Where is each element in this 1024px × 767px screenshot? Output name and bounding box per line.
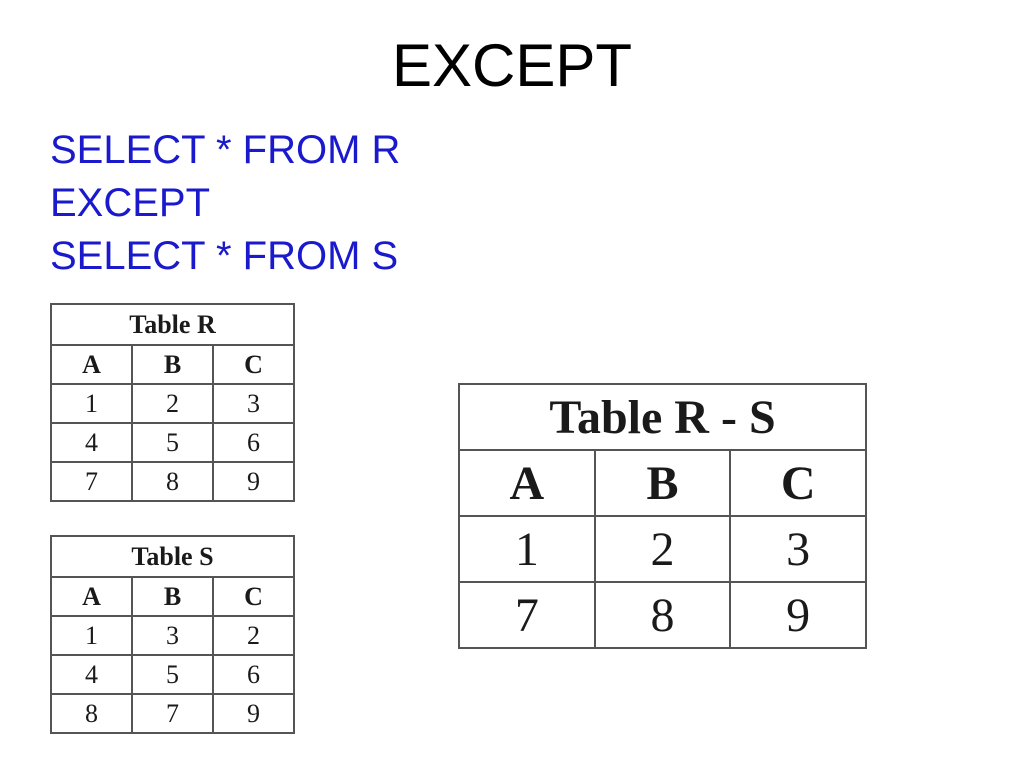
column-header: A: [50, 576, 133, 617]
table-header-row: A B C: [458, 449, 867, 517]
table-row: 4 5 6: [50, 654, 295, 695]
table-cell: 1: [50, 383, 133, 424]
table-cell: 3: [131, 615, 214, 656]
table-cell: 2: [131, 383, 214, 424]
table-cell: 1: [458, 515, 596, 583]
table-cell: 1: [50, 615, 133, 656]
table-cell: 4: [50, 654, 133, 695]
table-result: Table R - S A B C 1 2 3 7 8 9: [458, 383, 867, 649]
table-caption: Table S: [50, 535, 295, 578]
column-header: B: [131, 344, 214, 385]
table-cell: 2: [212, 615, 295, 656]
column-header: B: [131, 576, 214, 617]
table-row: 1 2 3: [458, 515, 867, 583]
column-header: A: [458, 449, 596, 517]
table-cell: 8: [593, 581, 732, 649]
table-header-row: A B C: [50, 576, 295, 617]
table-header-row: A B C: [50, 344, 295, 385]
table-row: 7 8 9: [50, 461, 295, 502]
sql-query: SELECT * FROM R EXCEPT SELECT * FROM S: [50, 124, 400, 283]
column-header: C: [212, 576, 295, 617]
table-s: Table S A B C 1 3 2 4 5 6 8 7 9: [50, 535, 295, 734]
table-row: 7 8 9: [458, 581, 867, 649]
table-cell: 3: [212, 383, 295, 424]
table-cell: 6: [212, 654, 295, 695]
table-cell: 2: [593, 515, 732, 583]
table-cell: 8: [131, 461, 214, 502]
table-cell: 8: [50, 693, 133, 734]
table-cell: 7: [131, 693, 214, 734]
table-cell: 7: [50, 461, 133, 502]
table-row: 8 7 9: [50, 693, 295, 734]
table-caption: Table R: [50, 303, 295, 346]
sql-line: EXCEPT: [50, 181, 211, 225]
sql-line: SELECT * FROM R: [50, 128, 401, 172]
table-row: 4 5 6: [50, 422, 295, 463]
table-cell: 9: [729, 581, 867, 649]
table-cell: 5: [131, 654, 214, 695]
table-cell: 3: [729, 515, 867, 583]
table-row: 1 2 3: [50, 383, 295, 424]
slide-title: EXCEPT: [391, 32, 633, 99]
table-cell: 9: [212, 693, 295, 734]
table-r: Table R A B C 1 2 3 4 5 6 7 8 9: [50, 303, 295, 502]
table-cell: 6: [212, 422, 295, 463]
sql-line: SELECT * FROM S: [50, 234, 399, 278]
column-header: B: [593, 449, 732, 517]
table-cell: 9: [212, 461, 295, 502]
table-row: 1 3 2: [50, 615, 295, 656]
table-cell: 7: [458, 581, 596, 649]
table-caption: Table R - S: [458, 383, 867, 451]
table-cell: 5: [131, 422, 214, 463]
table-cell: 4: [50, 422, 133, 463]
column-header: C: [212, 344, 295, 385]
column-header: A: [50, 344, 133, 385]
column-header: C: [729, 449, 867, 517]
